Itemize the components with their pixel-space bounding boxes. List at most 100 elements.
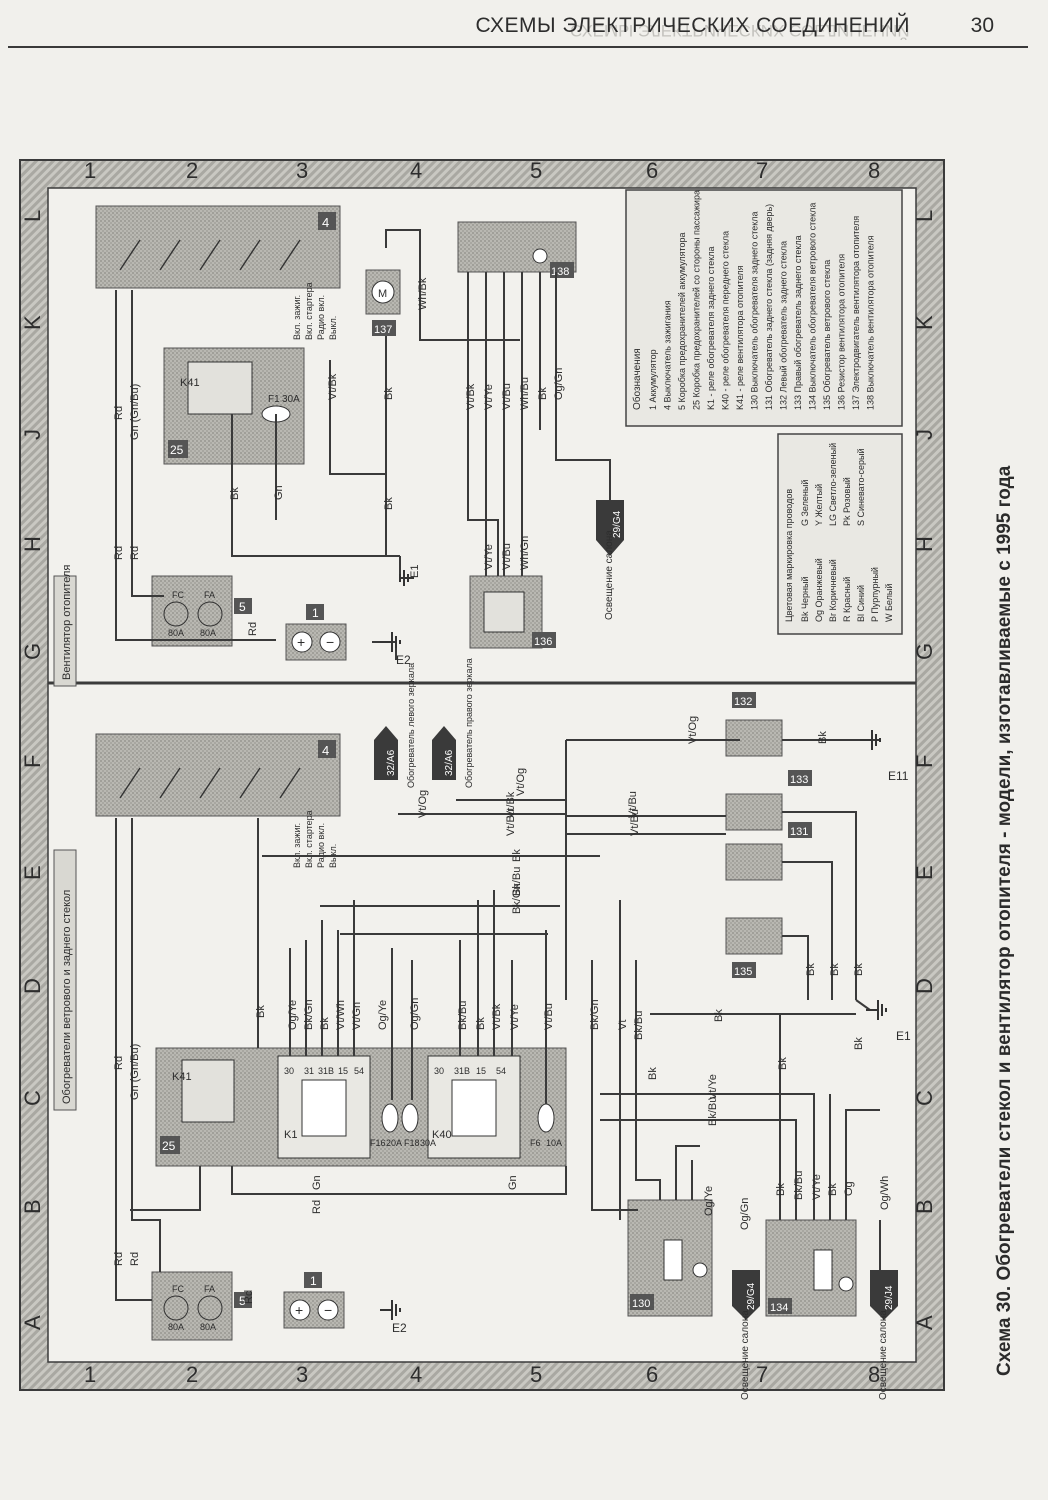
legend-colors-title: Цветовая маркировка проводов xyxy=(784,489,794,622)
heater-132 xyxy=(725,719,783,757)
wire-bk: Bk xyxy=(383,387,395,400)
header-rule xyxy=(8,46,1028,48)
fuse-f1-rating: 30A xyxy=(282,394,300,405)
wire-bk-gn: Bk/Gn xyxy=(511,883,523,914)
fuse-fc-upper-rating: 80A xyxy=(168,628,184,638)
ground-e1-upper: E1 xyxy=(409,565,421,578)
legend-component-item: 131 Обогреватель заднего стекла (задняя … xyxy=(764,204,774,410)
fuse-fc-lower-rating: 80A xyxy=(168,1322,184,1332)
svg-text:−: − xyxy=(326,634,334,650)
grid-row-label-top: 4 xyxy=(410,158,422,183)
ground-e2-lower: E2 xyxy=(392,1321,407,1335)
relay-box-upper-label: 25 xyxy=(170,443,184,457)
legend-color-item: Pk Розовый xyxy=(842,477,852,526)
ign-upper-start: Вкл. зажиг. xyxy=(292,295,302,340)
wire-vt-bu: Vt/Bu xyxy=(501,383,513,410)
wire-og-gn: Og/Gn xyxy=(409,998,421,1030)
conn-29-j4: 29/J4 xyxy=(884,1285,895,1310)
fuse-box-upper xyxy=(151,575,233,647)
lower-panel-title: Обогреватели ветрового и заднего стекол xyxy=(61,890,73,1104)
grid-col-label-left: B xyxy=(20,1199,45,1214)
wire-bk-bu: Bk/Bu xyxy=(633,1011,645,1040)
wire-bk: Bk xyxy=(713,1009,725,1022)
relay-box-lower-label: 25 xyxy=(162,1139,176,1153)
legend-component-item: 134 Выключатель обогревателя ветрового с… xyxy=(808,203,818,410)
legend-component-item: 137 Электродвигатель вентилятора отопите… xyxy=(851,216,861,410)
wire-gn-gnbu: Gn (Gn/Bu) xyxy=(129,384,141,440)
right-mirror-label: Обогреватель правого зеркала xyxy=(464,658,474,788)
wire-bk-bu: Bk/Bu xyxy=(793,1171,805,1200)
heater-131-label: 131 xyxy=(790,826,808,838)
wire-vt-og: Vt/Og xyxy=(417,790,429,818)
fuse-fc-upper: FC xyxy=(172,590,184,600)
resistor-136-label: 136 xyxy=(534,636,552,648)
wire-vt-ye: Vt/Ye xyxy=(811,1174,823,1200)
wire-vt-ye: Vt/Ye xyxy=(483,544,495,570)
wire-vt-ye: Vt/Ye xyxy=(483,384,495,410)
wire-og-ye: Og/Ye xyxy=(703,1186,715,1216)
heater-133 xyxy=(725,793,783,831)
page-number: 30 xyxy=(970,14,994,37)
legend-component-item: 1 Аккумулятор xyxy=(648,349,658,410)
wire-bk-bu: Bk/Bu xyxy=(707,1097,719,1126)
ign-lower-radio: Радио вкл. xyxy=(316,823,326,868)
wire-bk: Bk xyxy=(647,1067,659,1080)
grid-col-label-right: B xyxy=(912,1199,937,1214)
ground-e2-upper: E2 xyxy=(396,653,411,667)
ignition-switch-lower xyxy=(95,733,341,817)
legend-component-item: 130 Выключатель обогревателя заднего сте… xyxy=(750,211,760,410)
grid-col-label-left: G xyxy=(20,643,45,660)
heater-132-label: 132 xyxy=(734,696,752,708)
wire-gn-gnbu: Gn (Gn/Bu) xyxy=(129,1044,141,1100)
legend-component-item: K1 - реле обогревателя заднего стекла xyxy=(706,246,716,410)
wire-bk: Bk xyxy=(255,1005,267,1018)
wire-og: Og xyxy=(843,1181,855,1196)
fuse-box-lower xyxy=(151,1271,233,1341)
legend-colors xyxy=(777,433,903,635)
wire-og-wh: Og/Wh xyxy=(879,1176,891,1210)
wire-bk-bu: Bk/Bu xyxy=(457,1001,469,1030)
legend-color-item: G Зеленый xyxy=(800,480,810,526)
wire-vt-bu: Vt/Bu xyxy=(505,809,517,836)
grid-col-label-right: E xyxy=(912,865,937,880)
wire-rd: Rd xyxy=(113,1056,125,1070)
grid-col-label-left: F xyxy=(20,755,45,768)
wire-bk: Bk xyxy=(229,487,241,500)
grid-row-label-bottom: 8 xyxy=(868,1362,880,1387)
svg-text:−: − xyxy=(324,1302,332,1318)
grid-col-label-left: D xyxy=(20,978,45,994)
grid-col-label-left: H xyxy=(20,536,45,552)
fuse-f1-label: F1 xyxy=(268,394,280,405)
grid-col-label-right: D xyxy=(912,978,937,994)
fuse-fa-lower: FA xyxy=(204,1284,215,1294)
legend-component-item: K41 - реле вентилятора отопителя xyxy=(735,265,745,410)
wire-vt-og: Vt/Og xyxy=(515,768,527,796)
wire-bk: Bk xyxy=(511,849,523,862)
grid-col-label-right: H xyxy=(912,536,937,552)
wire-wh-gn: Wh/Gn xyxy=(519,536,531,570)
ign-upper-starter: Вкл. стартера xyxy=(304,282,314,340)
conn-32-a6-left: 32/A6 xyxy=(386,749,397,776)
conn-32-a6-right: 32/A6 xyxy=(444,749,455,776)
relay-k41-lower: K41 xyxy=(172,1071,192,1083)
fuse-fa-upper-rating: 80A xyxy=(200,628,216,638)
wire-vt-wh: Vt/Wh xyxy=(335,1000,347,1030)
upper-panel-title: Вентилятор отопителя xyxy=(61,565,73,680)
fuse-f18: F18 xyxy=(404,1138,420,1148)
wire-rd: Rd xyxy=(113,1252,125,1266)
wire-wh-bk: Wh/Bk xyxy=(417,277,429,310)
legend-component-item: 135 Обогреватель ветрового стекла xyxy=(822,260,832,410)
svg-text:+: + xyxy=(295,1302,303,1318)
ign-upper-off: Выкл. xyxy=(328,316,338,340)
wire-bk: Bk xyxy=(805,963,817,976)
legend-component-item: 132 Левый обогреватель заднего стекла xyxy=(779,241,789,410)
battery-upper-label: 1 xyxy=(312,606,319,620)
k1-term-30: 30 xyxy=(284,1066,294,1076)
grid-row-label-bottom: 1 xyxy=(84,1362,96,1387)
ground-e11: E11 xyxy=(888,769,909,783)
grid-row-label-bottom: 4 xyxy=(410,1362,422,1387)
relay-k41-upper: K41 xyxy=(180,377,200,389)
fuse-f18-rating: 30A xyxy=(420,1138,436,1148)
wire-bk-bu: Bk/Bu xyxy=(511,867,523,896)
